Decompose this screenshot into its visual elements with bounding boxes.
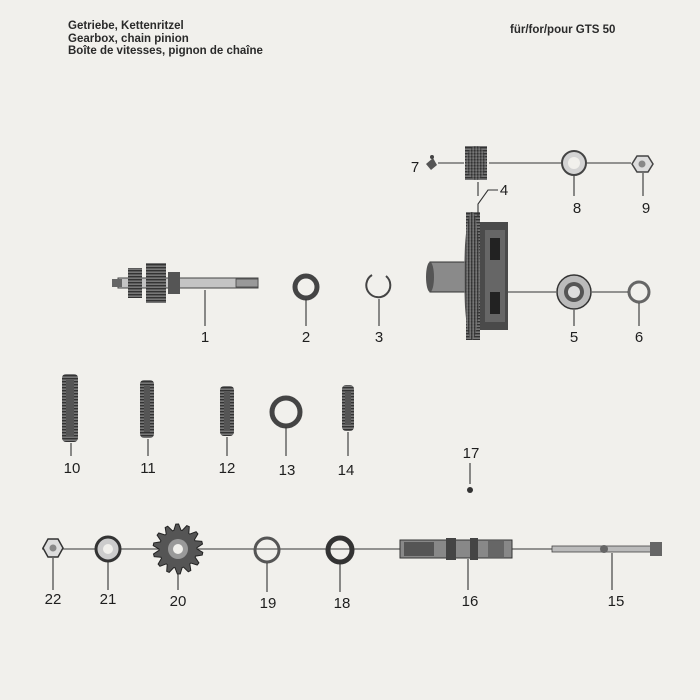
part-number-8: 8: [573, 200, 581, 217]
part-20-sprocket[interactable]: [152, 523, 204, 575]
part-6-washer[interactable]: [627, 280, 651, 304]
part-number-11: 11: [140, 460, 156, 477]
part-number-9: 9: [642, 200, 650, 217]
part-2-washer[interactable]: [292, 273, 320, 301]
part-number-3: 3: [375, 329, 383, 346]
part-9-nut[interactable]: [631, 155, 654, 173]
part-number-20: 20: [170, 593, 187, 610]
part-number-15: 15: [608, 593, 625, 610]
part-number-17: 17: [463, 445, 480, 462]
leader-4a: [477, 189, 498, 216]
part-3-circlip[interactable]: [365, 274, 392, 299]
part-number-13: 13: [279, 462, 296, 479]
part-number-18: 18: [334, 595, 351, 612]
title-english: Gearbox, chain pinion: [68, 32, 189, 45]
part-number-14: 14: [338, 462, 355, 479]
part-number-19: 19: [260, 595, 277, 612]
part-number-10: 10: [64, 460, 81, 477]
model-label: für/for/pour GTS 50: [510, 24, 616, 36]
part-5-bearing[interactable]: [556, 274, 592, 310]
part-12-gear[interactable]: [220, 386, 234, 436]
part-13-ring[interactable]: [269, 395, 303, 429]
part-14-gear[interactable]: [342, 385, 354, 431]
part-19-washer[interactable]: [253, 536, 281, 564]
part-11-gear[interactable]: [140, 380, 154, 438]
part-number-4: 4: [500, 182, 508, 199]
part-15-rod[interactable]: [551, 542, 662, 556]
part-22-nut[interactable]: [42, 538, 64, 558]
title-german: Getriebe, Kettenritzel: [68, 20, 184, 32]
part-number-6: 6: [635, 329, 643, 346]
part-number-1: 1: [201, 329, 209, 346]
sprocket-bore: [173, 544, 183, 554]
part-number-12: 12: [219, 460, 236, 477]
part-number-2: 2: [302, 329, 310, 346]
part-10-gear[interactable]: [62, 374, 78, 442]
diagram-title: Getriebe, Kettenritzel Gearbox, chain pi…: [68, 20, 263, 58]
part-4-gear-assembly[interactable]: [426, 146, 508, 340]
title-french: Boîte de vitesses, pignon de chaîne: [68, 45, 263, 57]
part-number-16: 16: [462, 593, 479, 610]
part-21-washer[interactable]: [94, 535, 122, 563]
part-17-ball[interactable]: [467, 487, 473, 493]
part-18-ring[interactable]: [325, 535, 355, 565]
part-number-7: 7: [411, 159, 419, 176]
part-1-mainshaft[interactable]: [112, 263, 259, 303]
part-7-key[interactable]: [426, 155, 437, 170]
part-number-21: 21: [100, 591, 117, 608]
part-number-5: 5: [570, 329, 578, 346]
part-8-ring[interactable]: [561, 150, 587, 176]
part-16-shaft[interactable]: [399, 538, 513, 560]
part-number-22: 22: [45, 591, 62, 608]
